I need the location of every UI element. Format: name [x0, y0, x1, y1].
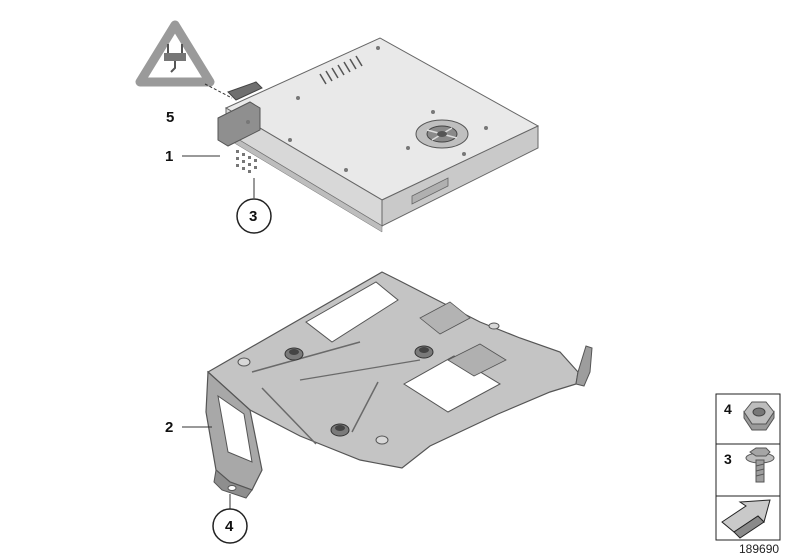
leader-line-5 — [204, 83, 233, 99]
callout-circle-4 — [212, 508, 248, 544]
electrical-plug-warning-icon — [135, 20, 215, 87]
callout-3: 3 — [249, 208, 257, 225]
callout-5: 5 — [166, 109, 174, 126]
fan-icon — [415, 119, 469, 149]
callout-2: 2 — [165, 419, 173, 436]
legend-number-screw: 3 — [724, 451, 732, 467]
hex-nut-icon — [743, 401, 775, 431]
module-unit — [217, 37, 540, 233]
callout-1: 1 — [165, 148, 173, 165]
diagram-number: 189690 — [739, 542, 779, 556]
callout-circle-3 — [236, 198, 272, 234]
bracket-studs — [227, 322, 500, 491]
callout-4: 4 — [225, 518, 234, 535]
vent-grid — [236, 150, 257, 173]
legend-panel: 4 3 — [715, 393, 781, 541]
arrow-pointer-icon — [721, 499, 771, 539]
top-screws — [246, 46, 488, 172]
top-vent-slots — [319, 55, 363, 85]
mounting-bracket — [205, 271, 593, 499]
hex-screw-icon — [745, 447, 775, 483]
legend-number-nut: 4 — [724, 401, 732, 417]
